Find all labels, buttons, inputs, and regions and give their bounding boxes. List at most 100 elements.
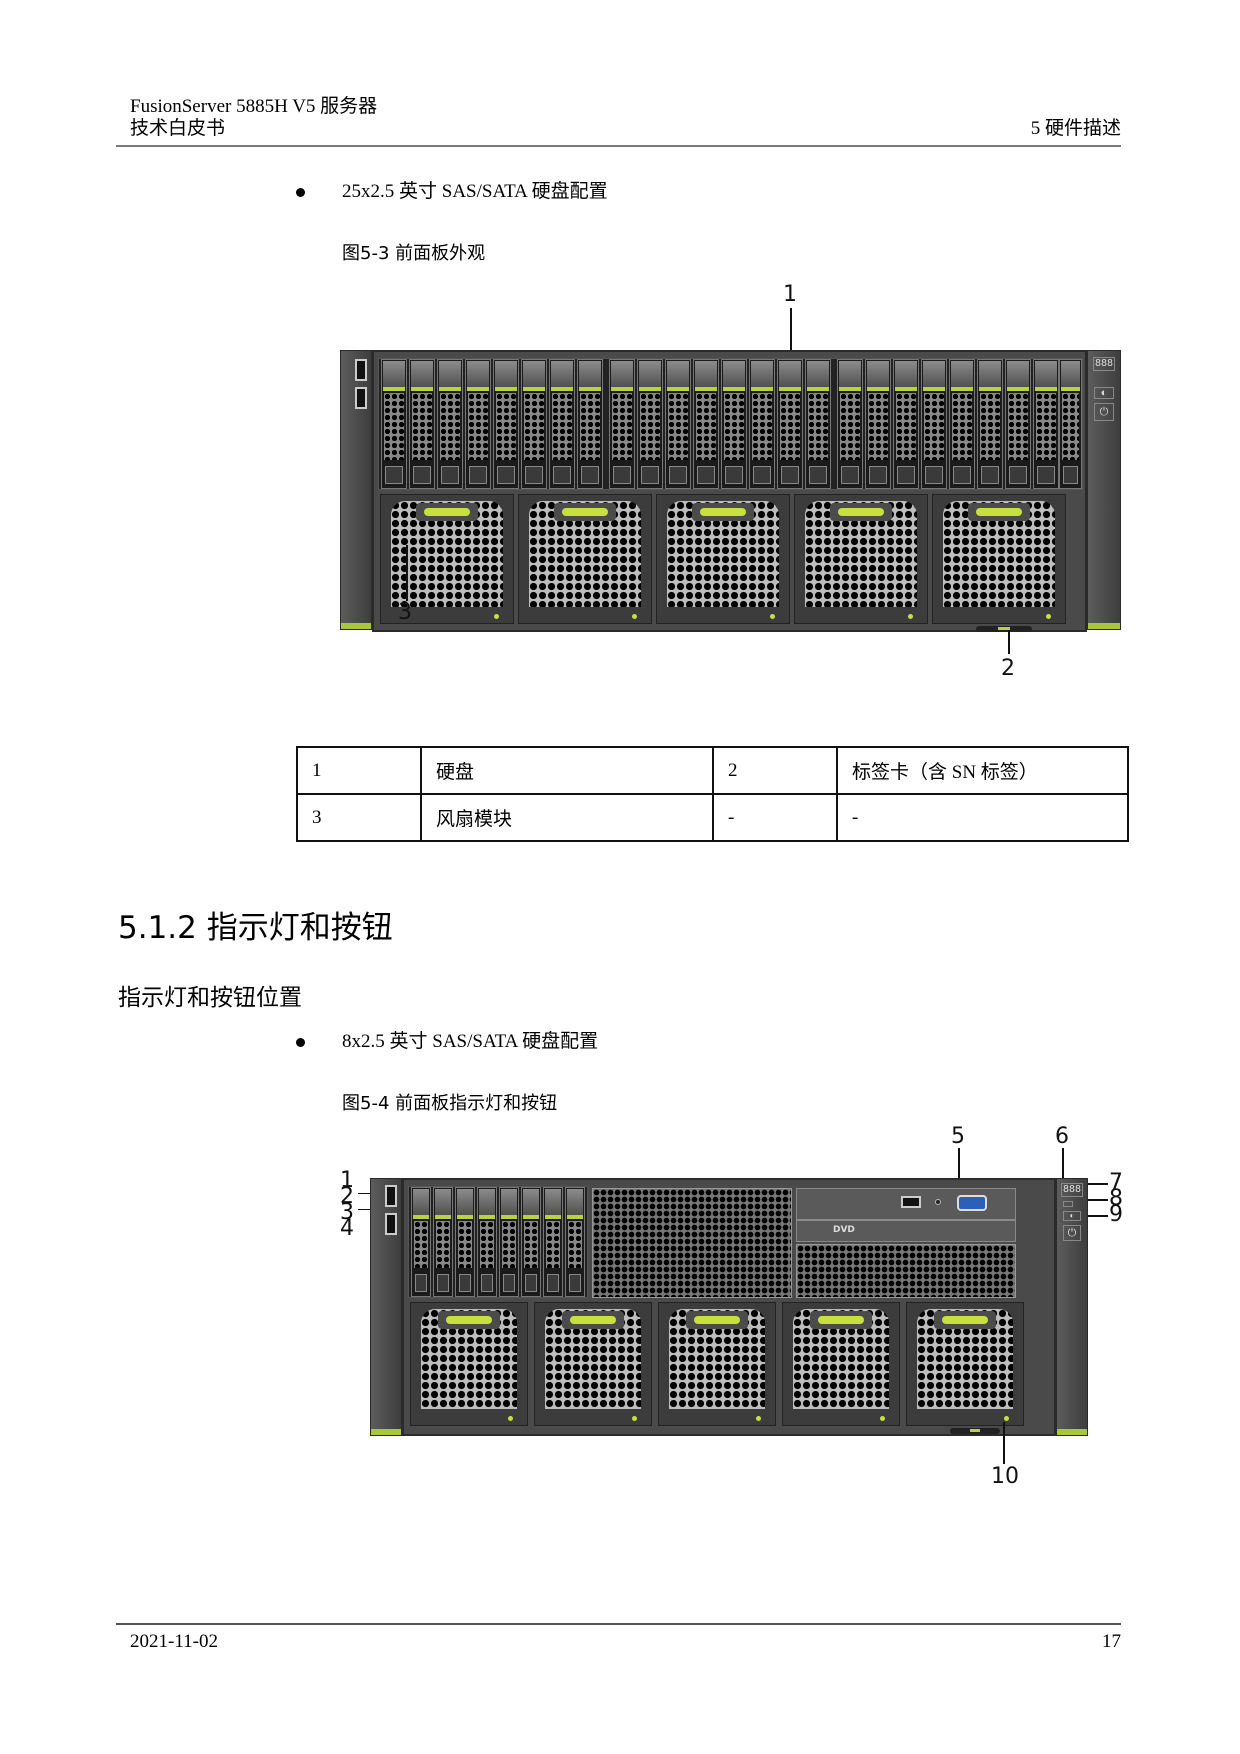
callout-7: 7 [1109, 1170, 1123, 1195]
hard-drive [893, 359, 919, 489]
hard-drive [693, 359, 719, 489]
front-panel-figure-8-drive: 1 2 3 4 5 6 7 8 9 [336, 1126, 1136, 1496]
callout-10: 10 [991, 1464, 1019, 1489]
table-cell: 风扇模块 [420, 793, 714, 842]
callout-2: 2 [340, 1184, 354, 1209]
drive-bay [378, 358, 1083, 490]
hard-drive [499, 1187, 519, 1297]
hard-drive [977, 359, 1003, 489]
chassis [372, 350, 1087, 632]
left-ear [370, 1178, 402, 1436]
ear-led [1057, 1429, 1087, 1435]
section-heading: 5.1.2 指示灯和按钮 [118, 910, 393, 946]
fan-module [782, 1302, 900, 1426]
callout-leader [1076, 1199, 1108, 1201]
ear-led [1088, 623, 1120, 629]
vga-port-icon [957, 1195, 987, 1211]
callout-2: 2 [1001, 656, 1015, 681]
chapter-title: 5 硬件描述 [1030, 118, 1121, 139]
io-panel [796, 1188, 1016, 1220]
ear-led [341, 623, 371, 629]
running-header-left: FusionServer 5885H V5 服务器 技术白皮书 [130, 96, 377, 140]
hard-drive [411, 1187, 431, 1297]
table-cell: 硬盘 [420, 746, 714, 795]
hard-drive [477, 1187, 497, 1297]
callout-3: 3 [398, 600, 412, 625]
hard-drive [437, 359, 463, 489]
hard-drive [433, 1187, 453, 1297]
hard-drive [465, 359, 491, 489]
callout-leader [1008, 630, 1010, 654]
hard-drive [1059, 359, 1082, 489]
drive-bay [408, 1186, 588, 1298]
hard-drive [637, 359, 663, 489]
table-cell: 标签卡（含 SN 标签） [836, 746, 1129, 795]
hard-drive [609, 359, 635, 489]
callout-6: 6 [1055, 1124, 1069, 1149]
table-cell: - [712, 793, 838, 842]
callout-leader [406, 545, 408, 601]
dvd-label: DVD [833, 1225, 855, 1235]
power-button-icon: ⏻ [1094, 403, 1114, 421]
fan-module [658, 1302, 776, 1426]
hard-drive [521, 359, 547, 489]
usb-port-icon [355, 359, 367, 381]
callout-9: 9 [1109, 1202, 1123, 1227]
doc-type: 技术白皮书 [130, 118, 226, 139]
callout-leader [1062, 1148, 1064, 1180]
callout-5: 5 [951, 1124, 965, 1149]
table-row: 1 硬盘 2 标签卡（含 SN 标签） [296, 746, 1129, 795]
table-cell: 2 [712, 746, 838, 795]
subsection-heading: 指示灯和按钮位置 [118, 985, 302, 1011]
hard-drive [1005, 359, 1031, 489]
callout-1: 1 [783, 282, 797, 307]
table-cell: - [836, 793, 1129, 842]
callout-4: 4 [340, 1216, 354, 1241]
bullet-text: 25x2.5 英寸 SAS/SATA 硬盘配置 [342, 181, 608, 202]
product-title: FusionServer 5885H V5 服务器 [130, 96, 378, 117]
hard-drive [409, 359, 435, 489]
hard-drive [865, 359, 891, 489]
footer-date: 2021-11-02 [130, 1631, 218, 1652]
footer-rule [116, 1623, 1121, 1625]
status-display: 888 [1093, 357, 1115, 371]
right-ear: 888 ◐ ⏻ [1087, 350, 1121, 630]
uid-button-icon: ◐ [1063, 1211, 1081, 1221]
callout-8: 8 [1109, 1186, 1123, 1211]
hard-drive [549, 359, 575, 489]
uid-button-icon: ◐ [1094, 387, 1114, 399]
bullet-icon [296, 1038, 305, 1047]
figure-caption: 图5-4 前面板指示灯和按钮 [342, 1093, 558, 1114]
fan-module [410, 1302, 528, 1426]
usb-port-icon [901, 1196, 921, 1208]
usb-port-icon [355, 387, 367, 409]
fan-module [380, 494, 514, 624]
health-indicator-icon [1063, 1201, 1073, 1207]
hard-drive [665, 359, 691, 489]
front-panel-figure-25-drive: 1 [340, 280, 1125, 680]
hard-drive [749, 359, 775, 489]
usb-port-icon [385, 1213, 397, 1235]
health-led-icon [935, 1199, 941, 1205]
legend-table: 1 硬盘 2 标签卡（含 SN 标签） 3 风扇模块 - - [296, 746, 1129, 842]
ear-led [371, 1429, 401, 1435]
callout-3: 3 [340, 1200, 354, 1225]
vent-panel [592, 1188, 792, 1298]
header-rule [116, 145, 1121, 147]
fan-module [794, 494, 928, 624]
table-row: 3 风扇模块 - - [296, 793, 1129, 842]
callout-leader [1076, 1183, 1108, 1185]
status-display: 888 [1061, 1183, 1083, 1197]
page-number: 17 [1102, 1631, 1121, 1652]
dvd-drive: DVD [796, 1220, 1016, 1242]
callout-leader [358, 1209, 376, 1210]
hard-drive [493, 359, 519, 489]
right-ear: 888 ◐ ⏻ [1056, 1178, 1088, 1436]
fan-module [906, 1302, 1024, 1426]
callout-leader [1003, 1422, 1005, 1464]
fan-module [932, 494, 1066, 624]
hard-drive [565, 1187, 585, 1297]
hard-drive [543, 1187, 563, 1297]
hard-drive [837, 359, 863, 489]
table-cell: 3 [296, 793, 422, 842]
